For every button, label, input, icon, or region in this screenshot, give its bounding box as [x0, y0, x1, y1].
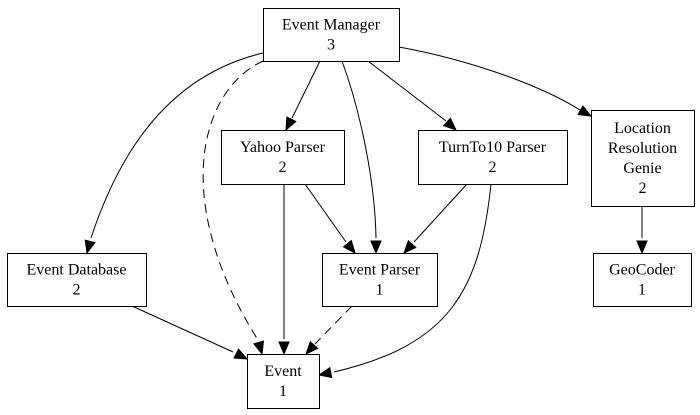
arrowhead-icon [233, 348, 249, 360]
node-geocoder: GeoCoder 1 [593, 253, 692, 307]
node-event-manager: Event Manager 3 [263, 8, 400, 62]
edge-line [367, 60, 447, 122]
edge-event-manager-to-event [202, 60, 265, 356]
node-label: Event Manager [282, 17, 381, 34]
node-box [593, 253, 692, 307]
node-count: 2 [279, 159, 287, 176]
node-box [221, 130, 345, 185]
node-label: Resolution [608, 140, 677, 157]
node-label: Genie [623, 160, 661, 177]
arrowhead-icon [278, 341, 290, 356]
node-box [247, 354, 320, 409]
edge-event-manager-to-turnto10-parser [367, 60, 457, 131]
arrowhead-icon [577, 104, 593, 117]
node-label: Event Database [27, 262, 127, 279]
edge-event-manager-to-event-parser [341, 60, 382, 255]
edge-event-manager-to-yahoo-parser [285, 60, 321, 132]
arrowhead-icon [342, 239, 356, 255]
edge-line [398, 46, 581, 111]
node-count: 1 [279, 383, 287, 400]
arrowhead-icon [84, 239, 96, 255]
node-count: 1 [376, 282, 384, 299]
edge-location-genie-to-geocoder [636, 206, 648, 255]
node-count: 1 [638, 282, 646, 299]
arrowhead-icon [317, 366, 333, 379]
node-count: 2 [489, 159, 497, 176]
edge-event-manager-to-event-database [84, 52, 264, 255]
node-label: TurnTo10 Parser [439, 139, 547, 156]
edge-turnto10-parser-to-event-parser [403, 183, 468, 254]
edge-line [333, 183, 492, 373]
node-yahoo-parser: Yahoo Parser 2 [221, 130, 345, 185]
edge-line [202, 60, 264, 341]
arrowhead-icon [370, 240, 382, 255]
node-turnto10-parser: TurnTo10 Parser 2 [418, 130, 568, 185]
node-label: Yahoo Parser [240, 139, 326, 156]
node-label: Event Parser [339, 262, 421, 279]
arrowhead-icon [403, 239, 417, 254]
edge-line [304, 183, 347, 243]
arrowhead-icon [285, 116, 297, 132]
edge-event-database-to-event [131, 305, 249, 360]
arrowhead-icon [305, 340, 319, 355]
edge-event-manager-to-location-genie [398, 46, 593, 117]
edge-line [90, 52, 264, 239]
node-count: 3 [327, 37, 335, 54]
edge-line [341, 60, 377, 239]
node-box [591, 110, 695, 207]
arrowhead-icon [442, 117, 457, 131]
node-box [322, 253, 438, 307]
arrowhead-icon [636, 240, 648, 255]
edge-turnto10-parser-to-event [317, 183, 492, 379]
node-count: 2 [639, 180, 647, 197]
node-event: Event 1 [247, 354, 320, 409]
node-event-database: Event Database 2 [7, 253, 147, 307]
node-box [263, 8, 400, 62]
edge-yahoo-parser-to-event [278, 184, 290, 356]
edge-yahoo-parser-to-event-parser [304, 183, 356, 255]
edge-line [131, 305, 234, 353]
node-label: GeoCoder [609, 262, 675, 279]
node-label: Location [614, 120, 671, 137]
edge-line [413, 183, 468, 243]
arrowhead-icon [253, 340, 265, 356]
node-event-parser: Event Parser 1 [322, 253, 438, 307]
edge-line [314, 305, 353, 345]
edges-layer [84, 46, 648, 379]
node-box [7, 253, 147, 307]
edge-line [291, 60, 321, 119]
edge-event-parser-to-event [305, 305, 353, 355]
node-box [418, 130, 568, 185]
node-count: 2 [73, 282, 81, 299]
node-label: Event [264, 363, 302, 380]
